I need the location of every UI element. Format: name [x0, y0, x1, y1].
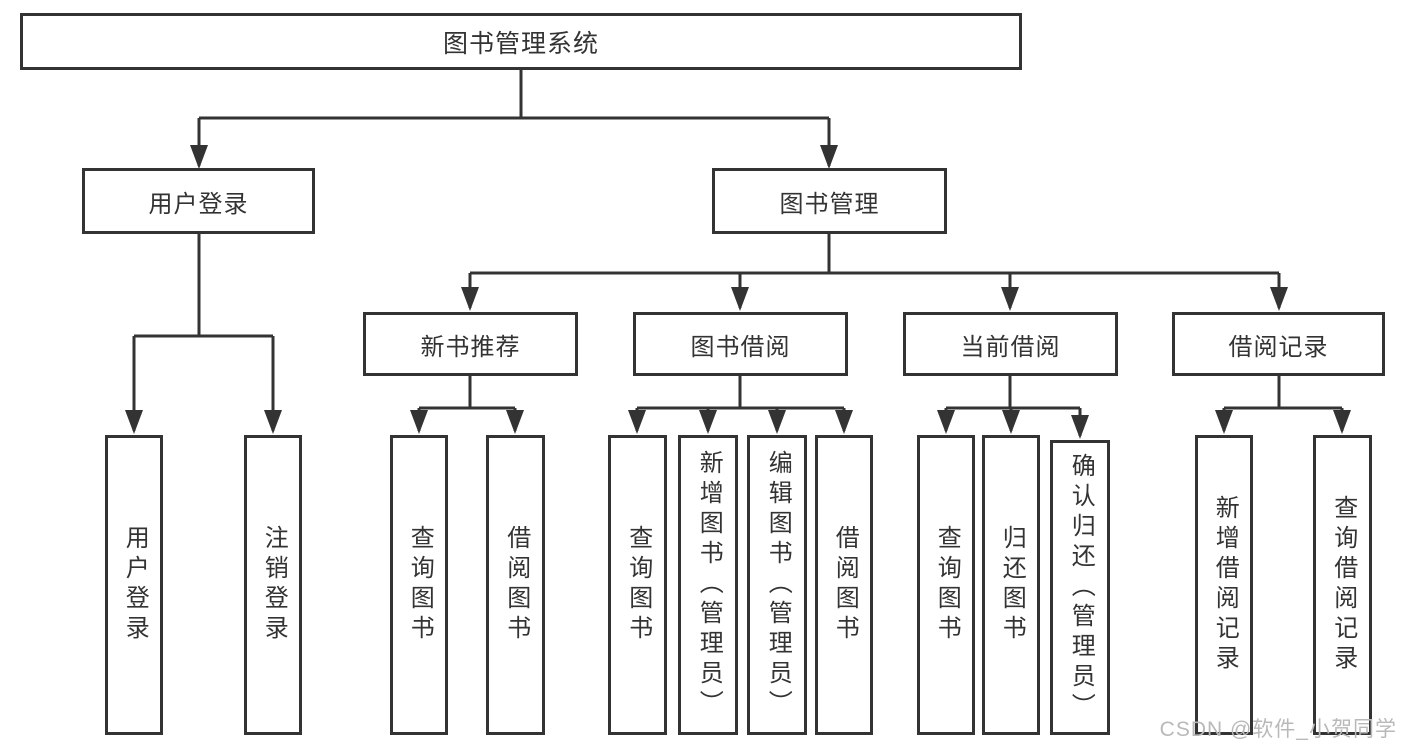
node-label: 当前借阅: [960, 333, 1061, 361]
leaf-label: 查询借阅记录: [1329, 495, 1357, 675]
leaf-label: 确认归还（管理员）: [1067, 452, 1095, 723]
leaf-label: 查询图书: [933, 525, 961, 645]
leaf-query-book-recommend: 查询图书: [390, 435, 448, 735]
leaf-label: 查询图书: [624, 525, 652, 645]
node-borrowing-records: 借阅记录: [1172, 312, 1385, 376]
node-label: 图书管理: [779, 190, 880, 218]
leaf-query-borrow-record: 查询借阅记录: [1313, 435, 1372, 735]
leaf-return-book: 归还图书: [982, 435, 1040, 735]
leaf-user-login: 用户登录: [105, 435, 163, 735]
leaf-add-book-admin: 新增图书（管理员）: [678, 435, 738, 735]
node-new-book-recommend: 新书推荐: [363, 312, 578, 376]
node-library-system-root: 图书管理系统: [20, 13, 1022, 70]
leaf-query-book-current: 查询图书: [917, 435, 975, 735]
leaf-label: 借阅图书: [831, 525, 859, 645]
node-current-borrowing: 当前借阅: [903, 312, 1118, 376]
leaf-label: 注销登录: [260, 525, 288, 645]
node-label: 新书推荐: [420, 333, 521, 361]
node-label: 借阅记录: [1228, 333, 1329, 361]
node-label: 图书管理系统: [442, 29, 599, 58]
node-label: 图书借阅: [690, 333, 791, 361]
node-user-login: 用户登录: [82, 168, 315, 234]
leaf-label: 编辑图书（管理员）: [764, 450, 792, 720]
leaf-logout: 注销登录: [244, 435, 302, 735]
leaf-borrow-book: 借阅图书: [815, 435, 873, 735]
leaf-edit-book-admin: 编辑图书（管理员）: [747, 435, 807, 735]
leaf-borrow-book-recommend: 借阅图书: [486, 435, 545, 735]
node-book-management: 图书管理: [712, 168, 947, 234]
node-label: 用户登录: [148, 190, 249, 218]
leaf-label: 新增借阅记录: [1211, 495, 1239, 675]
leaf-label: 借阅图书: [502, 525, 530, 645]
leaf-query-book-borrowing: 查询图书: [608, 435, 667, 735]
node-book-borrowing: 图书借阅: [633, 312, 848, 376]
leaf-label: 用户登录: [121, 525, 149, 645]
leaf-label: 归还图书: [998, 525, 1026, 645]
leaf-add-borrow-record: 新增借阅记录: [1195, 435, 1253, 735]
leaf-label: 查询图书: [406, 525, 434, 645]
leaf-label: 新增图书（管理员）: [695, 450, 723, 720]
leaf-confirm-return-admin: 确认归还（管理员）: [1050, 440, 1110, 735]
